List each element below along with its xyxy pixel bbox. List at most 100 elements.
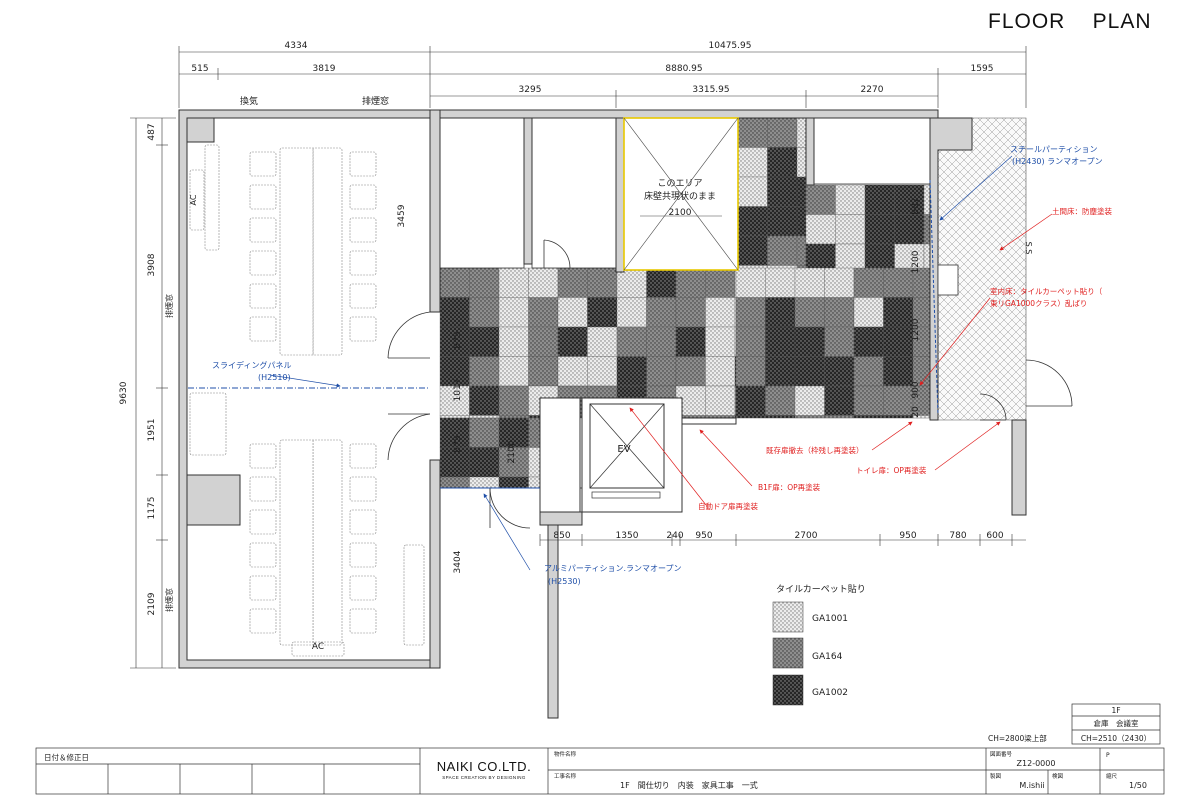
carpet-tile	[528, 447, 541, 478]
tb-check-label: 検図	[1052, 772, 1064, 780]
carpet-tile	[765, 326, 796, 357]
tb-floor: 1F	[1111, 706, 1120, 715]
carpet-tile	[557, 326, 588, 357]
tb-work-name: 1F 間仕切り 内装 家具工事 一式	[620, 780, 758, 790]
carpet-tile	[765, 267, 796, 298]
carpet-tile	[616, 297, 647, 328]
label-area-note-2: 床壁共現状のまま	[644, 190, 716, 202]
carpet-tile	[469, 297, 500, 328]
carpet-tile	[853, 297, 884, 328]
carpet-tile	[853, 385, 884, 416]
company-tagline: SPACE CREATION BY DESIGNING	[442, 775, 526, 780]
carpet-tile	[439, 476, 470, 489]
carpet-tile	[805, 214, 836, 245]
title-block-frame	[35, 703, 1165, 795]
carpet-tile	[894, 184, 925, 215]
carpet-tile	[824, 415, 855, 419]
carpet-tile	[439, 267, 470, 298]
doors	[387, 239, 1073, 529]
dim-1200a: 1200	[911, 250, 921, 273]
label-ss: S.S	[1024, 242, 1033, 255]
carpet-tile	[767, 206, 798, 237]
carpet-tile	[498, 385, 529, 416]
dim-3404: 3404	[453, 550, 463, 573]
chair	[249, 575, 277, 601]
carpet-tile	[737, 147, 768, 178]
chair	[349, 608, 377, 634]
carpet-tile	[675, 356, 706, 387]
carpet-tile	[883, 326, 914, 357]
tb-work-label: 工事名称	[554, 772, 577, 780]
label-ac-bottom: AC	[312, 642, 324, 652]
carpet-tile	[587, 326, 618, 357]
carpet-tile	[767, 235, 798, 266]
partitions	[188, 179, 939, 489]
chair	[249, 509, 277, 535]
carpet-tile	[469, 385, 500, 416]
carpet-tile	[824, 385, 855, 416]
carpet-tile	[765, 356, 796, 387]
tb-revision-label: 日付＆修正日	[44, 752, 89, 762]
chair	[249, 476, 277, 502]
label-ventilation: 換気	[240, 95, 258, 107]
carpet-tile	[835, 214, 866, 245]
carpet-tile	[498, 267, 529, 298]
carpet-tile	[824, 267, 855, 298]
chair	[349, 184, 377, 210]
note-existing-door: 既存扉撤去（枠残し再塗装）	[766, 445, 864, 455]
carpet-tile	[794, 356, 825, 387]
legend-title: タイルカーペット貼り	[776, 583, 866, 595]
note-steel-partition-1: スチールパーティション	[1010, 145, 1098, 154]
carpet-tile	[853, 326, 884, 357]
carpet-tile	[835, 184, 866, 215]
tb-ceiling-value: CH=2510（2430）	[1081, 734, 1151, 743]
label-ac-top: AC	[189, 194, 198, 205]
ac-unit	[189, 169, 205, 231]
chair	[249, 151, 277, 177]
label-smoke-window-left2: 排煙窓	[164, 588, 174, 612]
legend-item-ga164: GA164	[812, 652, 843, 662]
carpet-tile	[498, 417, 529, 448]
dim-780: 780	[949, 531, 966, 541]
carpet-tile	[796, 176, 807, 207]
carpet-tile	[894, 214, 925, 245]
room-outline	[531, 117, 617, 269]
tb-page-label: P	[1106, 752, 1110, 759]
storage-rack	[403, 544, 425, 646]
dim-1350: 1350	[616, 531, 639, 541]
chair	[249, 283, 277, 309]
carpet-tile	[883, 415, 914, 419]
carpet-tile	[767, 147, 798, 178]
carpet-tile	[439, 417, 470, 448]
note-toilet-door: トイレ扉：OP再塗装	[856, 465, 927, 475]
carpet-tile	[557, 297, 588, 328]
carpet-tile	[498, 447, 529, 478]
label-smoke-window-left1: 排煙窓	[164, 294, 174, 318]
carpet-tile	[794, 326, 825, 357]
dim-600: 600	[986, 531, 1003, 541]
carpet-tile	[737, 176, 768, 207]
note-b1f-door: B1F扉：OP再塗装	[758, 482, 821, 492]
carpet-tile	[737, 235, 768, 266]
carpet-tile	[469, 267, 500, 298]
dim-3908: 3908	[147, 253, 157, 276]
dim-9630: 9630	[119, 381, 129, 404]
carpet-tile	[646, 297, 677, 328]
tb-drawing-no: Z12-0000	[1017, 759, 1056, 768]
dim-2700: 2700	[795, 531, 818, 541]
carpet-tile	[737, 206, 768, 237]
carpet-tile	[528, 476, 541, 489]
carpet-tile	[765, 297, 796, 328]
dim-240: 240	[666, 531, 683, 541]
note-sliding-panel-2: (H2510)	[258, 373, 291, 382]
dim-1595: 1595	[971, 64, 994, 74]
walls	[178, 109, 1027, 719]
carpet-tile	[616, 326, 647, 357]
chair	[349, 509, 377, 535]
carpet-tile	[883, 267, 914, 298]
carpet-tile	[853, 356, 884, 387]
carpet-tile	[883, 356, 914, 387]
carpet-tile	[498, 415, 529, 419]
label-area-note-1: このエリア	[657, 179, 702, 189]
